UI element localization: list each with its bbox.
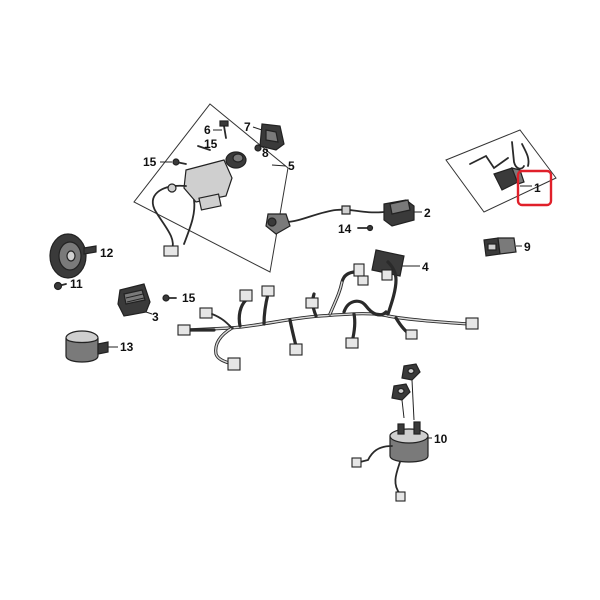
connector-9-right [497,237,517,255]
callout-15-upper-left: 15 [143,155,157,169]
wire-loop-2 [521,143,530,167]
switch-connector [163,245,179,257]
callout-2: 2 [424,206,431,220]
group-1-outline [445,129,557,213]
callout-4: 4 [422,260,429,274]
harness-connector-up-mid [261,285,275,297]
bolt-6-head [219,120,229,127]
bolt-6 [223,125,227,139]
wiring-harness-group: 4 [177,249,479,371]
part-13-body [65,337,99,363]
harness-branch-up-mid [262,292,270,326]
harness-connector-mid-down [289,343,303,356]
harness-branch-up-left [237,298,248,328]
harness-branch-center-loop [342,299,388,317]
harness-branch-right-up [386,260,398,316]
relay-wire-left [359,445,393,463]
callout-11: 11 [70,277,83,291]
callout-12: 12 [100,246,114,260]
part-13-group: 13 [65,330,134,363]
relay-terminal-left [397,423,405,435]
callout-3: 3 [152,310,159,324]
relay-wire-group: 1 [445,129,557,213]
highlight-box-part-1 [516,169,553,207]
relay-wire-bottom [394,461,401,495]
relay-connector-bottom [395,491,406,502]
horn-bracket [83,245,97,255]
harness-connector-up-left-2 [305,297,319,309]
callout-8: 8 [262,146,269,160]
callout-15-upper-right: 15 [204,137,218,151]
callout-9: 9 [524,240,531,254]
callout-14: 14 [338,222,352,236]
part-13-tab [97,341,109,355]
starter-relay-top [389,428,429,444]
harness-branch-mid-down [288,318,298,348]
spark-plug-cap-tip [267,217,277,227]
callout-6: 6 [204,123,211,137]
relay-connector-left [351,457,362,468]
coil-lead-wire [285,208,385,223]
switch-bracket [198,193,222,211]
callout-5: 5 [288,159,295,173]
switch-wire-2 [183,199,196,245]
ignition-coil-group: 2 14 [265,199,431,236]
regulator-group: 3 15 [117,283,196,324]
harness-connector-left-down [227,357,241,371]
callout-7: 7 [244,120,251,134]
harness-lead-center-left [211,313,233,329]
screw-8 [254,144,262,152]
harness-branch-up-center [328,270,358,316]
screw-14-head [366,224,374,232]
harness-connector-down-center [345,337,359,349]
harness-connector-far-left [177,324,191,336]
starter-relay-group: 10 [351,363,448,502]
harness-connector-right-down [405,329,418,340]
wire-loop-1 [511,141,525,170]
ignition-switch-body [183,159,233,203]
harness-connector-up-left [239,289,253,302]
ground-wire [469,154,509,170]
callout-1: 1 [534,181,541,195]
screw-15-lower-head [162,294,170,302]
harness-connector-center-left [199,307,213,319]
coil-clip [341,205,351,215]
regulator-fins [123,289,146,305]
ignition-coil-top [389,199,411,215]
lock-cover-face [265,129,279,143]
connector-9-group: 9 [483,237,531,257]
relay-nut-lower-hole [397,387,405,395]
bolt-11-head [53,281,63,291]
harness-connector-up-center [353,263,365,277]
harness-connector-right-end [465,317,479,330]
harness-connector-right-up [381,269,393,281]
relay-nut-upper-hole [407,367,415,375]
ignition-cylinder-face [232,153,244,163]
callout-15-lower: 15 [182,291,196,305]
harness-connector-near-tag [357,275,369,286]
relay-terminal-right [413,421,421,435]
horn-group: 12 11 [49,233,114,291]
switch-wire-loop [151,184,187,251]
horn-center [66,250,76,262]
callout-13: 13 [120,340,134,354]
ignition-switch-assembly-group: 5 6 7 8 15 15 [133,103,295,273]
connector-9-pin [487,243,497,251]
pin-15-upper [197,145,211,151]
callout-10: 10 [434,432,448,446]
switch-grommet [167,183,177,193]
screw-15-head [172,158,180,166]
